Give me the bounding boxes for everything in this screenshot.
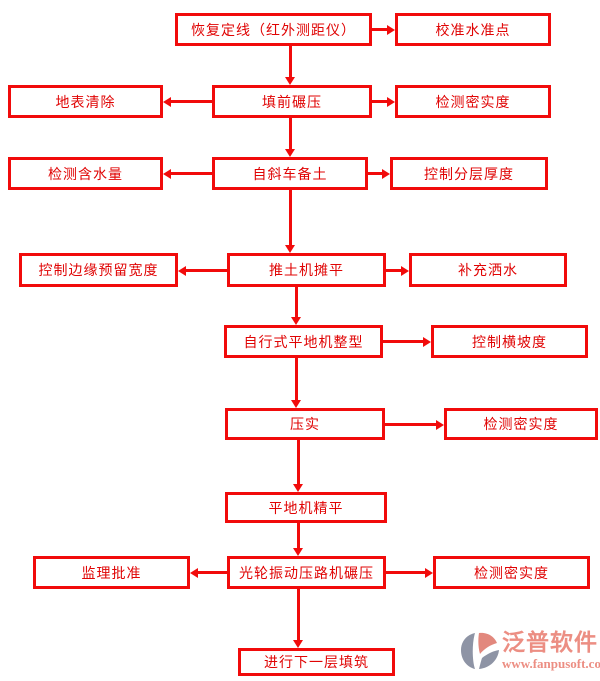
- arrow-roller-to-nextlayer: [293, 589, 303, 648]
- arrow-bulldozer-to-watering: [386, 265, 409, 276]
- flow-node-bulldozer-spreading: 推土机摊平: [227, 253, 386, 287]
- flow-node-density-check-3: 检测密实度: [433, 556, 590, 589]
- arrow-bulldozer-to-edgewidth: [178, 265, 227, 276]
- arrow-grader-to-crossslope: [383, 336, 431, 347]
- fanpu-logo-name: 泛普软件: [502, 630, 598, 656]
- fanpu-logo-icon: [460, 632, 500, 670]
- arrow-trucksoil-to-bulldozer: [285, 190, 295, 253]
- arrow-compaction-to-fineleveling: [293, 440, 303, 492]
- arrow-trucksoil-to-moisturecheck: [163, 168, 212, 179]
- flow-node-density-check-2: 检测密实度: [444, 408, 598, 440]
- arrow-bulldozer-to-grader: [291, 287, 301, 325]
- flow-node-supplementary-watering: 补充洒水: [409, 253, 567, 287]
- flow-node-cross-slope-control: 控制横坡度: [431, 325, 588, 358]
- arrow-fineleveling-to-roller: [293, 523, 303, 556]
- arrow-prefill-to-trucksoil: [285, 118, 295, 157]
- flow-node-density-check-1: 检测密实度: [395, 85, 551, 118]
- flow-node-grader-shaping: 自行式平地机整型: [224, 325, 383, 358]
- flow-node-roller-compaction: 光轮振动压路机碾压: [227, 556, 386, 589]
- flow-node-pre-fill-rolling: 填前碾压: [212, 85, 372, 118]
- fanpu-logo-url: www.fanpusoft.com: [502, 656, 600, 671]
- arrow-roller-to-supervision: [190, 567, 227, 578]
- fanpu-logo: 泛普软件 www.fanpusoft.com: [460, 630, 600, 678]
- arrow-grader-to-compaction: [291, 358, 301, 408]
- flow-node-calibrate-benchmark: 校准水准点: [395, 13, 551, 46]
- flow-node-restore-alignment: 恢复定线（红外测距仪）: [175, 13, 372, 46]
- flow-node-moisture-check: 检测含水量: [8, 157, 163, 190]
- arrow-prefill-to-densitycheck1: [372, 96, 395, 107]
- flow-node-surface-clearing: 地表清除: [8, 85, 163, 118]
- arrow-prefill-to-surfaceclearing: [163, 96, 212, 107]
- flow-node-supervision-approval: 监理批准: [33, 556, 190, 589]
- arrow-compaction-to-densitycheck2: [385, 419, 444, 430]
- flow-node-grader-fine-leveling: 平地机精平: [225, 492, 387, 523]
- flow-node-edge-reserved-width: 控制边缘预留宽度: [19, 253, 178, 287]
- flow-node-layer-thickness-control: 控制分层厚度: [390, 157, 548, 190]
- arrow-trucksoil-to-layerthickness: [368, 168, 390, 179]
- flow-node-compaction: 压实: [225, 408, 385, 440]
- arrow-roller-to-densitycheck3: [386, 567, 433, 578]
- flow-node-dump-truck-soil: 自斜车备土: [212, 157, 368, 190]
- arrow-restore-to-calibrate: [372, 24, 395, 35]
- arrow-restore-to-prefill: [285, 46, 295, 85]
- flow-node-next-layer-filling: 进行下一层填筑: [238, 648, 395, 676]
